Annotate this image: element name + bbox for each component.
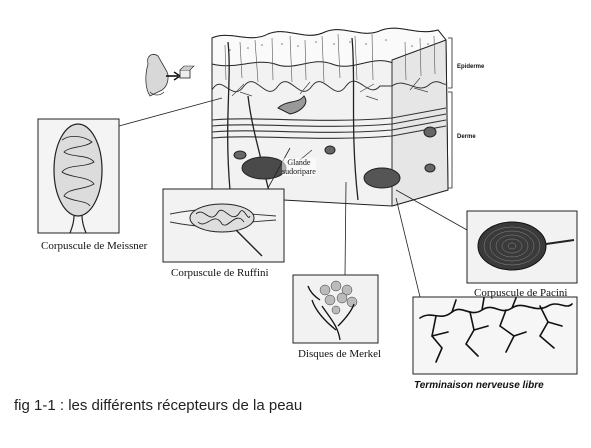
ruffini-label: Corpuscule de Ruffini	[171, 267, 269, 279]
merkel-panel	[292, 181, 379, 344]
dermis-label: Derme	[457, 134, 476, 140]
free-ending-label: Terminaison nerveuse libre	[414, 380, 544, 391]
pacini-label: Corpuscule de Pacini	[474, 287, 568, 299]
layer-brackets	[448, 37, 453, 189]
free-ending-panel	[395, 197, 578, 375]
figure-caption: fig 1-1 : les différents récepteurs de l…	[14, 397, 303, 414]
skin-block	[211, 27, 449, 207]
gland-label: Glande sudoripare	[282, 158, 316, 176]
merkel-label: Disques de Merkel	[298, 348, 382, 360]
gland-label-line2: sudoripare	[282, 167, 316, 176]
pacini-panel	[395, 189, 578, 284]
meissner-panel	[37, 97, 223, 234]
finger-illustration	[145, 54, 195, 97]
gland-label-line1: Glande	[287, 158, 311, 167]
ruffini-panel	[162, 147, 291, 263]
epidermis-label: Epiderme	[457, 64, 485, 70]
meissner-label: Corpuscule de Meissner	[41, 240, 148, 252]
